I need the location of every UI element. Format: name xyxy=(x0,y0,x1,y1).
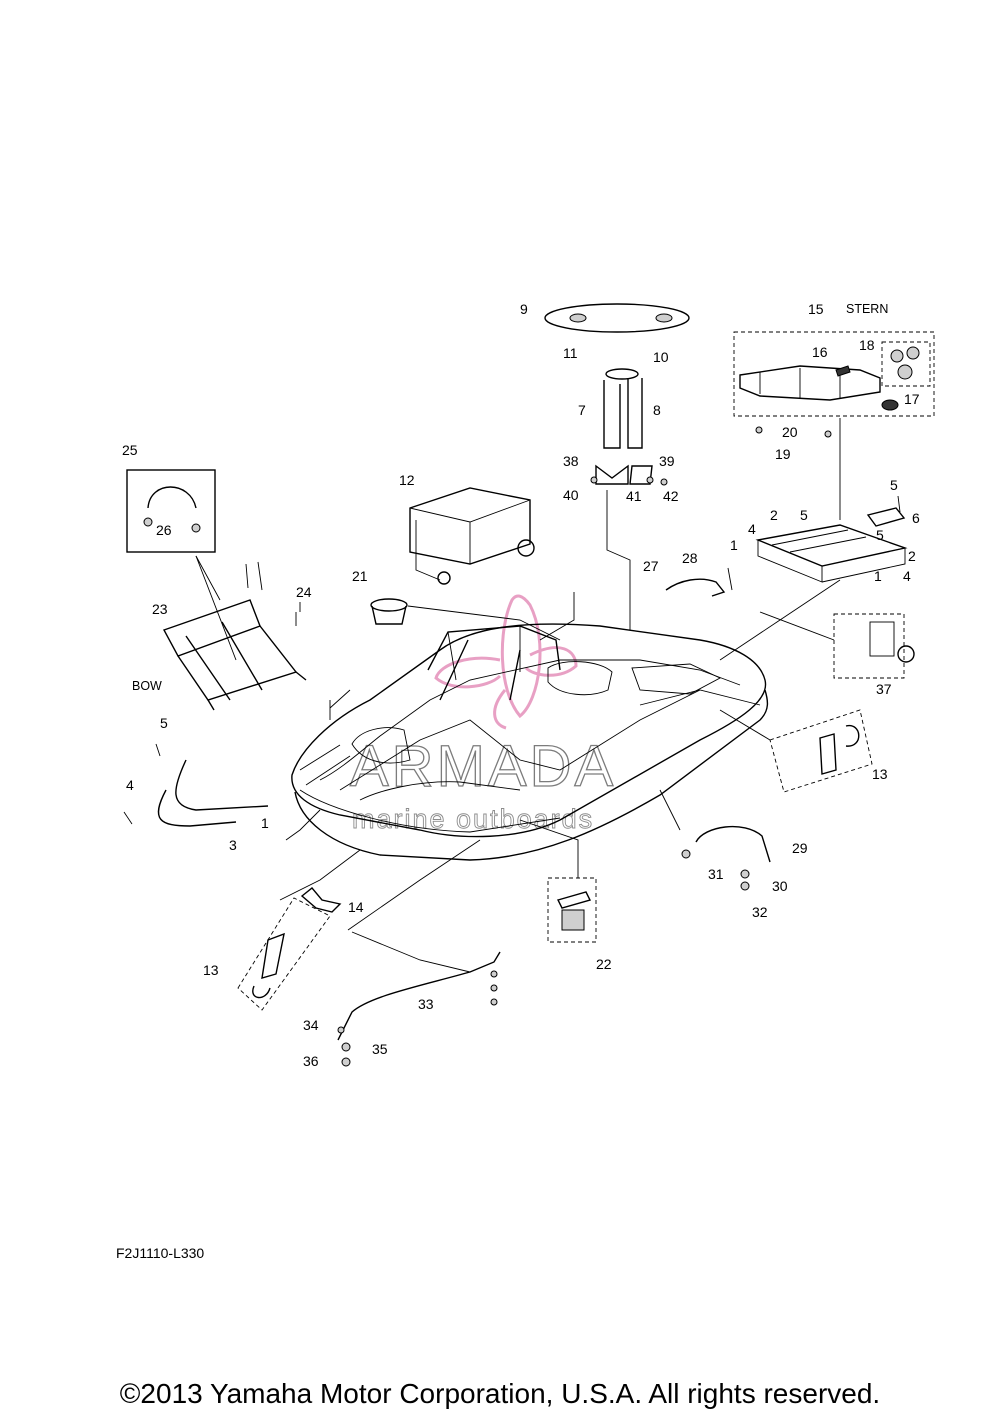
callout-30: 30 xyxy=(772,878,788,894)
callout-32: 32 xyxy=(752,904,768,920)
callout-41: 41 xyxy=(626,488,642,504)
callout-20: 20 xyxy=(782,424,798,440)
stern-platform xyxy=(755,507,908,583)
drain-plug-assembly xyxy=(833,613,915,679)
copyright-notice: ©2013 Yamaha Motor Corporation, U.S.A. A… xyxy=(119,1378,881,1409)
callout-5c: 5 xyxy=(876,527,884,543)
callout-35: 35 xyxy=(372,1041,388,1057)
callout-26: 26 xyxy=(156,522,172,538)
fasteners xyxy=(123,426,901,1067)
callout-18: 18 xyxy=(859,337,875,353)
cooler xyxy=(409,487,535,585)
drawing-code: F2J1110-L330 xyxy=(116,1245,205,1261)
callout-numbers: 9 11 10 7 8 38 39 40 41 42 15 16 18 17 2… xyxy=(122,301,920,1069)
callout-40: 40 xyxy=(563,487,579,503)
callout-38: 38 xyxy=(563,453,579,469)
callout-1b: 1 xyxy=(874,568,882,584)
callout-16: 16 xyxy=(812,344,828,360)
callout-36: 36 xyxy=(303,1053,319,1069)
tower-parts xyxy=(544,303,690,485)
callout-4a: 4 xyxy=(748,521,756,537)
callout-8: 8 xyxy=(653,402,661,418)
callout-1c: 1 xyxy=(261,815,269,831)
callout-2b: 2 xyxy=(908,548,916,564)
callout-15: 15 xyxy=(808,301,824,317)
tow-eye-assemblies xyxy=(237,709,873,1011)
callout-28: 28 xyxy=(682,550,698,566)
callout-3: 3 xyxy=(229,837,237,853)
callout-5d: 5 xyxy=(160,715,168,731)
callout-7: 7 xyxy=(578,402,586,418)
callout-22: 22 xyxy=(596,956,612,972)
boat-hull xyxy=(291,623,769,861)
bow-ladder-assembly xyxy=(126,469,307,711)
callout-2a: 2 xyxy=(770,507,778,523)
callout-31: 31 xyxy=(708,866,724,882)
callout-12: 12 xyxy=(399,472,415,488)
bow-label: BOW xyxy=(132,679,162,693)
callout-27: 27 xyxy=(643,558,659,574)
callout-5b: 5 xyxy=(800,507,808,523)
watermark-logo: ARMADA marine outboards xyxy=(349,594,614,834)
bow-bracket xyxy=(300,887,342,913)
callout-19: 19 xyxy=(775,446,791,462)
cup-holder xyxy=(370,598,408,625)
callout-39: 39 xyxy=(659,453,675,469)
grab-handle xyxy=(695,825,771,863)
leader-lines xyxy=(195,418,841,973)
callout-29: 29 xyxy=(792,840,808,856)
callout-25: 25 xyxy=(122,442,138,458)
callout-13b: 13 xyxy=(203,962,219,978)
callout-33: 33 xyxy=(418,996,434,1012)
stern-label: STERN xyxy=(846,302,888,316)
callout-4c: 4 xyxy=(126,777,134,793)
callout-1a: 1 xyxy=(730,537,738,553)
watermark-tagline: marine outboards xyxy=(352,804,594,834)
callout-34: 34 xyxy=(303,1017,319,1033)
callout-14: 14 xyxy=(348,899,364,915)
callout-37: 37 xyxy=(876,681,892,697)
armada-logo-icon xyxy=(434,594,578,730)
callout-13a: 13 xyxy=(872,766,888,782)
callout-4b: 4 xyxy=(903,568,911,584)
callout-42: 42 xyxy=(663,488,679,504)
callout-11: 11 xyxy=(563,345,578,361)
callout-10: 10 xyxy=(653,349,669,365)
clip-part xyxy=(665,578,726,597)
left-rails xyxy=(157,759,269,827)
callout-17: 17 xyxy=(904,391,920,407)
callout-5a: 5 xyxy=(890,477,898,493)
stern-ladder-assembly xyxy=(733,331,935,417)
callout-6: 6 xyxy=(912,510,920,526)
callout-9: 9 xyxy=(520,301,528,317)
callout-21: 21 xyxy=(352,568,368,584)
cleat-assembly xyxy=(547,877,597,943)
callout-24: 24 xyxy=(296,584,312,600)
callout-23: 23 xyxy=(152,601,168,617)
